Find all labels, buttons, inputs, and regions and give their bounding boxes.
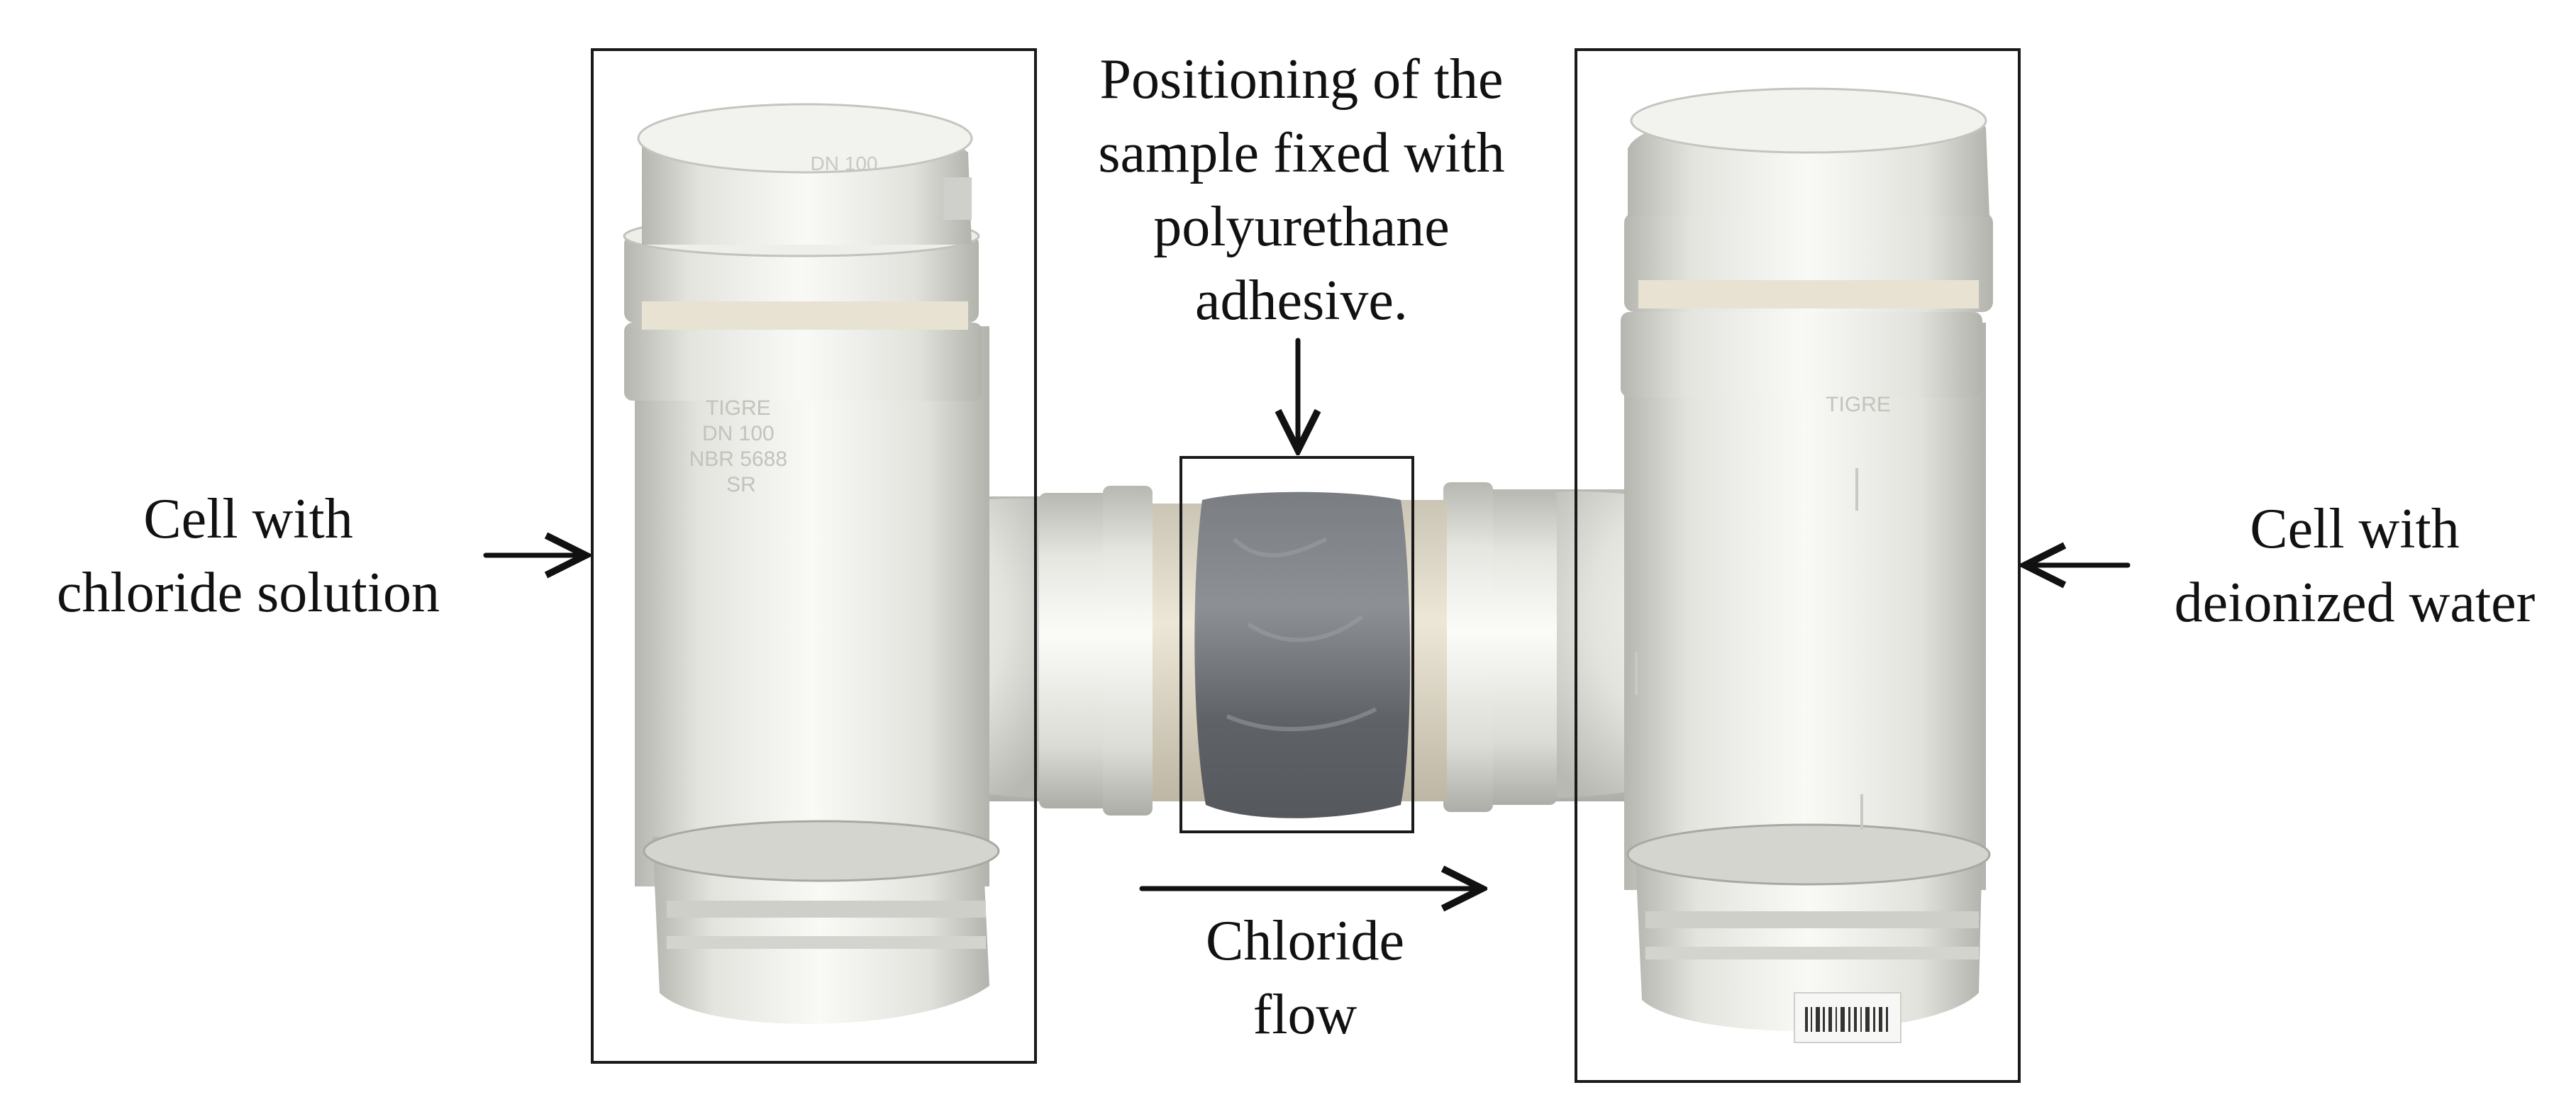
left-cap-stamp: DN 100 xyxy=(811,152,878,174)
sample-position-label: Positioning of the sample fixed with pol… xyxy=(1098,48,1505,332)
left-cell-frame xyxy=(591,48,1037,1064)
sample-adhesive xyxy=(1194,491,1411,818)
chloride-flow-label: Chloride flow xyxy=(1206,910,1404,1046)
central-pipe xyxy=(1039,482,1557,818)
right-body-stamp: TIGRE xyxy=(1826,393,1891,416)
right-cell-label: Cell with deionized water xyxy=(2174,498,2536,634)
right-tee-pipe: TIGRE xyxy=(1497,87,1993,1043)
sample-frame xyxy=(1179,456,1414,833)
left-tee-pipe: TIGRE DN 100 NBR 5688 SR DN 100 xyxy=(623,103,1085,1024)
left-cell-label: Cell with chloride solution xyxy=(57,488,440,624)
right-cell-frame xyxy=(1575,48,2021,1083)
left-body-stamp: TIGRE DN 100 NBR 5688 SR xyxy=(689,396,794,496)
